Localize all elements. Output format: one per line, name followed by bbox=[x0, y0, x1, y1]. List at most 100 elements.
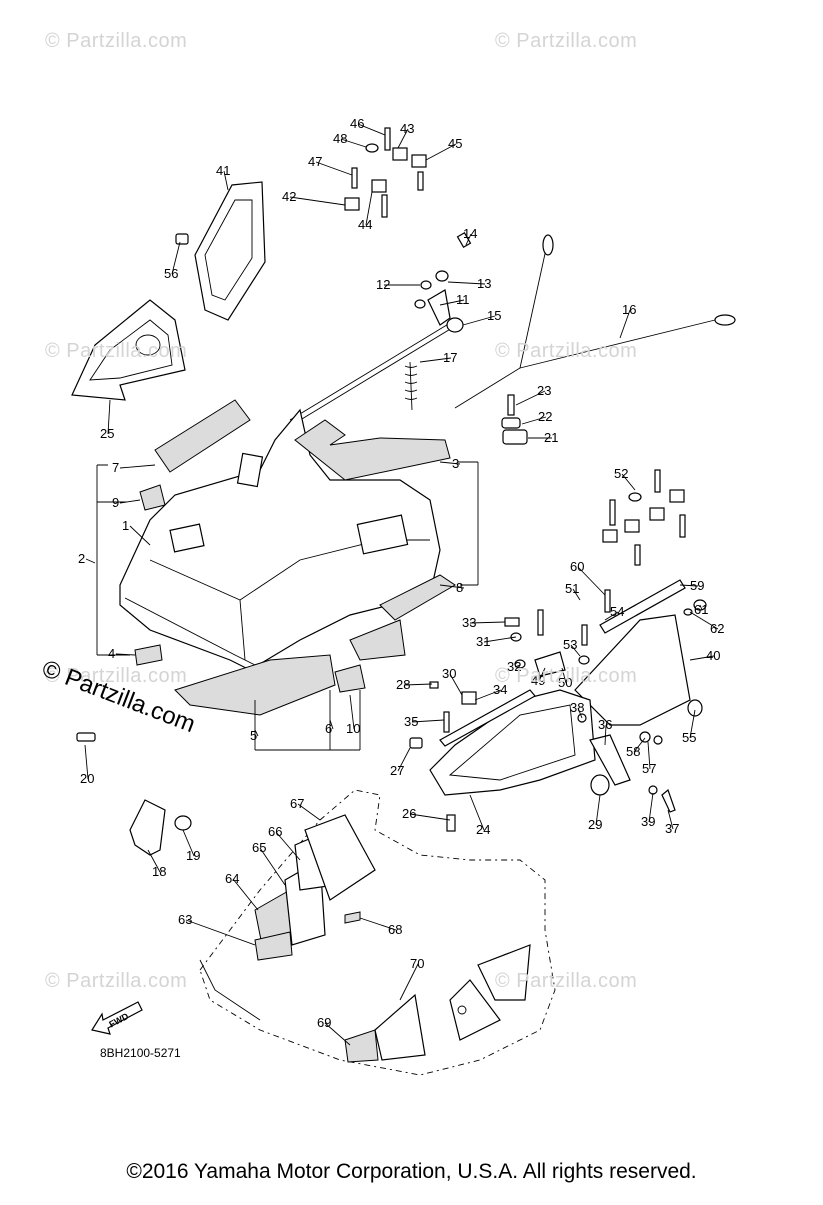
leader-line bbox=[621, 473, 636, 491]
leader-line bbox=[185, 919, 256, 946]
leader-line bbox=[604, 611, 619, 621]
callout-number: 68 bbox=[388, 922, 402, 937]
callout-number: 55 bbox=[682, 730, 696, 745]
side-panel-41 bbox=[194, 181, 266, 321]
leader-line bbox=[329, 719, 334, 730]
callout-number: 43 bbox=[400, 121, 414, 136]
leader-line bbox=[349, 694, 355, 730]
foam-pads bbox=[134, 399, 456, 716]
copyright-notice: ©2016 Yamaha Motor Corporation, U.S.A. A… bbox=[126, 1160, 697, 1183]
callout-number: 37 bbox=[665, 821, 679, 836]
bracket-24 bbox=[409, 609, 703, 832]
leader-line bbox=[409, 813, 451, 821]
callout-number: 31 bbox=[476, 634, 490, 649]
callout-number: 25 bbox=[100, 426, 114, 441]
leader-line bbox=[633, 737, 646, 753]
watermark: © Partzilla.com bbox=[495, 665, 638, 687]
leader-line bbox=[365, 191, 373, 226]
leader-line bbox=[107, 399, 111, 435]
leader-line bbox=[538, 667, 546, 682]
callout-number: 1 bbox=[122, 518, 129, 533]
leader-line bbox=[115, 653, 136, 656]
callout-number: 26 bbox=[402, 806, 416, 821]
leader-line bbox=[254, 729, 259, 737]
callout-number: 35 bbox=[404, 714, 418, 729]
callout-number: 29 bbox=[588, 817, 602, 832]
callout-number: 63 bbox=[178, 912, 192, 927]
leader-line bbox=[84, 744, 89, 780]
callout-number: 53 bbox=[563, 637, 577, 652]
callout-number: 48 bbox=[333, 131, 347, 146]
callout-number: 22 bbox=[538, 409, 552, 424]
callout-number: 42 bbox=[282, 189, 296, 204]
callout-number: 58 bbox=[626, 744, 640, 759]
callout-number: 41 bbox=[216, 163, 230, 178]
callout-number: 44 bbox=[358, 217, 372, 232]
callout-number: 61 bbox=[694, 602, 708, 617]
leader-line bbox=[397, 747, 411, 772]
leader-line bbox=[275, 831, 301, 861]
leader-lines bbox=[84, 123, 719, 1046]
leader-line bbox=[129, 525, 151, 546]
callout-number: 14 bbox=[463, 226, 477, 241]
callout-number: 3 bbox=[452, 456, 459, 471]
callout-number: 45 bbox=[448, 136, 462, 151]
watermark: © Partzilla.com bbox=[495, 340, 638, 362]
callout-number: 64 bbox=[225, 871, 239, 886]
leader-line bbox=[561, 667, 567, 684]
panel-25 bbox=[71, 299, 186, 401]
fastener-cluster-right bbox=[602, 469, 686, 566]
leader-line bbox=[679, 584, 699, 587]
callout-number: 52 bbox=[614, 466, 628, 481]
callout-number: 67 bbox=[290, 796, 304, 811]
leader-line bbox=[469, 621, 506, 624]
leader-line bbox=[439, 299, 465, 306]
callout-number: 50 bbox=[558, 675, 572, 690]
callout-number: 30 bbox=[442, 666, 456, 681]
leader-line bbox=[147, 849, 161, 873]
callout-number: 23 bbox=[537, 383, 551, 398]
leader-line bbox=[119, 499, 141, 504]
callout-number: 54 bbox=[610, 604, 624, 619]
leader-line bbox=[689, 655, 715, 661]
callout-number: 18 bbox=[152, 864, 166, 879]
leader-line bbox=[411, 719, 445, 723]
callout-number: 24 bbox=[476, 822, 490, 837]
leader-line bbox=[570, 644, 581, 657]
leader-line bbox=[425, 143, 457, 161]
hood-linkage bbox=[289, 231, 472, 426]
callout-number: 7 bbox=[112, 460, 119, 475]
callout-number: 38 bbox=[570, 700, 584, 715]
callout-number: 51 bbox=[565, 581, 579, 596]
side-panel-40 bbox=[574, 579, 707, 726]
leader-line bbox=[447, 281, 486, 285]
callout-number: 2 bbox=[78, 551, 85, 566]
callout-number: 36 bbox=[598, 717, 612, 732]
leader-line bbox=[419, 357, 452, 363]
callout-number: 40 bbox=[706, 648, 720, 663]
watermark: © Partzilla.com bbox=[45, 970, 188, 992]
leader-line bbox=[171, 241, 181, 275]
leader-line bbox=[699, 604, 703, 611]
callout-number: 70 bbox=[410, 956, 424, 971]
callout-number: 57 bbox=[642, 761, 656, 776]
fwd-arrow: FWD bbox=[91, 1001, 143, 1035]
leader-line bbox=[439, 584, 465, 589]
callout-number: 16 bbox=[622, 302, 636, 317]
callout-number: 47 bbox=[308, 154, 322, 169]
leader-line bbox=[289, 196, 346, 206]
watermark: © Partzilla.com bbox=[45, 665, 188, 687]
callout-number: 8 bbox=[456, 580, 463, 595]
callout-number: 20 bbox=[80, 771, 94, 786]
callout-number: 17 bbox=[443, 350, 457, 365]
leader-line bbox=[689, 611, 719, 630]
callout-number: 69 bbox=[317, 1015, 331, 1030]
leader-line bbox=[359, 917, 397, 931]
leader-line bbox=[595, 794, 601, 826]
callout-number: 66 bbox=[268, 824, 282, 839]
leader-line bbox=[577, 566, 606, 596]
leader-line bbox=[515, 390, 546, 406]
callout-number: 62 bbox=[710, 621, 724, 636]
